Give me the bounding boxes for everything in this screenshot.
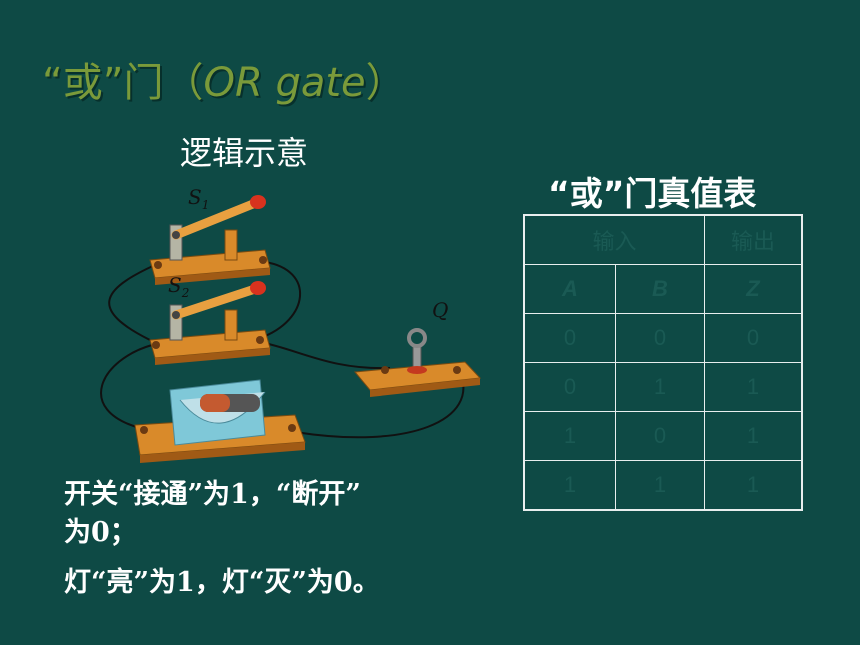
cell-z: 0 [704, 313, 803, 363]
table-row-header: 输入 输出 [523, 214, 803, 265]
table-row: 1 0 1 [523, 411, 803, 461]
label-s1-sub: 1 [202, 198, 210, 212]
label-s1-letter: S [188, 185, 202, 209]
label-s2-letter: S [168, 273, 182, 297]
switch-s1 [149, 195, 271, 285]
cell-z: 1 [704, 411, 803, 461]
description-lamp-line: 灯“亮”为1，灯“灭”为0。 [64, 567, 380, 598]
label-q: Q [432, 298, 448, 322]
label-s1: S1 [188, 185, 209, 212]
terminal [256, 336, 264, 344]
cell-b: 1 [615, 460, 705, 511]
wire [259, 261, 302, 339]
wire [108, 264, 156, 341]
page-title: “或”门（OR gate） [42, 50, 406, 108]
cell-b: 0 [615, 313, 705, 363]
column-b: B [615, 264, 705, 314]
battery [134, 379, 306, 463]
description-switch-line-cont: 为0； [64, 517, 137, 548]
description-switch-line: 开关“接通”为1，“断开” [64, 479, 361, 510]
truth-table-title: “或”门真值表 [548, 174, 757, 213]
or-gate-circuit-illustration: S1 S2 Q [100, 185, 482, 463]
wire [294, 371, 465, 439]
subtitle-logic-diagram: 逻辑示意 [180, 134, 309, 172]
lamp-q [354, 328, 482, 397]
cell-a: 0 [523, 313, 616, 363]
table-row: 0 0 0 [523, 313, 803, 363]
terminal [381, 366, 389, 374]
terminal [154, 261, 162, 269]
cell-z: 1 [704, 460, 803, 511]
table-row: 1 1 1 [523, 460, 803, 511]
terminal [152, 341, 160, 349]
cell-b: 1 [615, 362, 705, 412]
column-z: Z [704, 264, 803, 314]
title-cn: “或”门（ [42, 60, 204, 106]
table-row: 0 1 1 [523, 362, 803, 412]
column-a: A [523, 264, 616, 314]
title-close: ） [365, 60, 406, 106]
truth-table: 输入 输出 A B Z 0 0 0 0 1 1 1 0 1 1 1 1 [523, 214, 803, 511]
wire [259, 341, 391, 370]
header-input: 输入 [523, 214, 705, 265]
cell-a: 0 [523, 362, 616, 412]
table-row-columns: A B Z [523, 264, 803, 314]
cell-z: 1 [704, 362, 803, 412]
cell-b: 0 [615, 411, 705, 461]
header-output: 输出 [704, 214, 803, 265]
switch-s2 [149, 281, 271, 365]
wire [100, 344, 153, 429]
label-s2-sub: 2 [181, 286, 190, 300]
terminal [140, 426, 148, 434]
label-s2: S2 [168, 273, 189, 300]
terminal [453, 366, 461, 374]
terminal [288, 424, 296, 432]
terminal [259, 256, 267, 264]
title-en: OR gate [203, 60, 366, 106]
cell-a: 1 [523, 411, 616, 461]
cell-a: 1 [523, 460, 616, 511]
